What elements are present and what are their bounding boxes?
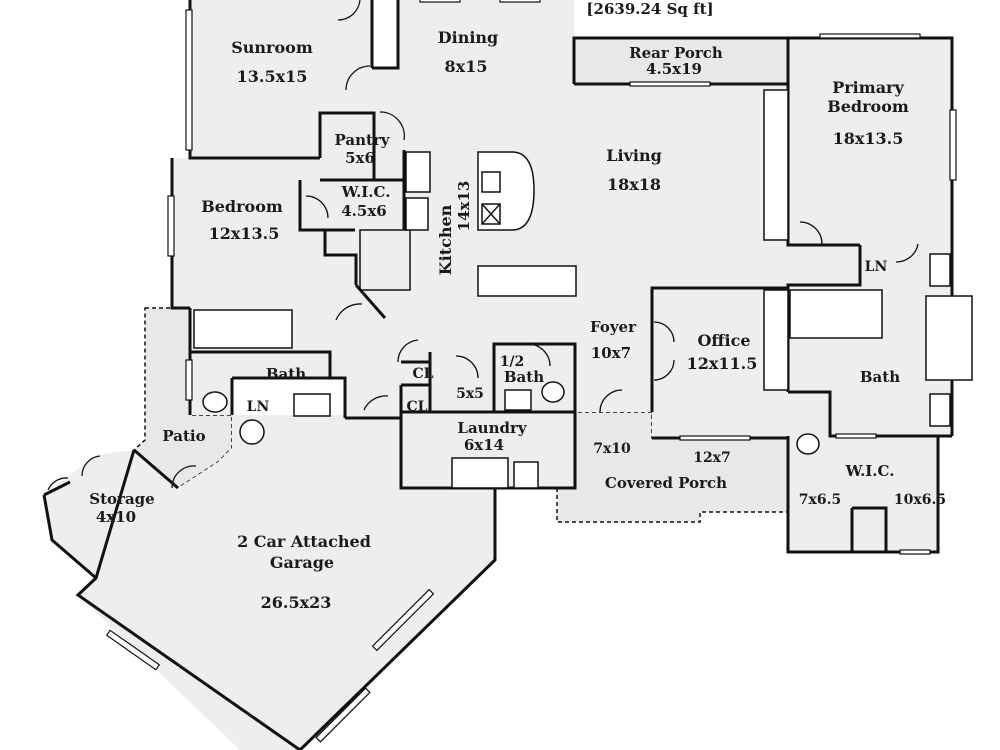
- toilet: [796, 433, 820, 455]
- primary-vanity: [929, 393, 951, 427]
- fireplace: [763, 89, 789, 241]
- vanity-sink: [293, 393, 331, 417]
- total-area-label: [2639.24 Sq ft]: [586, 0, 713, 18]
- room-size-office: 12x11.5: [687, 354, 758, 373]
- dimension-porch-left: 7x10: [593, 441, 631, 457]
- room-size-pantry: 5x6: [345, 149, 375, 167]
- room-size-rear-porch: 4.5x19: [646, 60, 702, 78]
- dimension-hall-closet: 5x5: [456, 386, 484, 402]
- room-size-bedroom: 12x13.5: [209, 224, 280, 243]
- bar-counter: [477, 265, 577, 297]
- room-size-wic: 4.5x6: [341, 202, 386, 220]
- room-name-linen-primary: LN: [865, 259, 888, 275]
- kitchen-sink: [481, 171, 501, 193]
- room-name-half-bath-line1: 1/2: [500, 354, 525, 370]
- office-bookshelf: [763, 289, 789, 391]
- room-name-half-bath-line2: Bath: [504, 368, 544, 386]
- room-name-pantry: Pantry: [334, 131, 390, 149]
- room-name-primary-bath: Bath: [860, 368, 900, 386]
- dimension-wic-right: 10x6.5: [894, 492, 946, 508]
- room-name-sunroom: Sunroom: [231, 38, 313, 57]
- dimension-porch-right: 12x7: [693, 450, 731, 466]
- primary-vanity: [929, 253, 951, 287]
- room-name-foyer: Foyer: [590, 318, 637, 336]
- garage-sink: [239, 419, 265, 445]
- room-size-foyer: 10x7: [591, 344, 631, 362]
- room-size-living: 18x18: [607, 175, 661, 194]
- room-name-garage-line1: 2 Car Attached: [237, 532, 371, 551]
- room-size-primary-bedroom: 18x13.5: [833, 129, 904, 148]
- room-name-primary-bedroom-line2: Bedroom: [827, 97, 909, 116]
- washer: [451, 457, 509, 489]
- storage-floor: [44, 450, 134, 578]
- room-name-primary-bedroom-line1: Primary: [832, 78, 904, 97]
- room-name-linen-bath: LN: [247, 399, 270, 415]
- bathtub: [925, 295, 973, 381]
- half-bath-sink: [504, 389, 532, 411]
- fixtures: [193, 89, 973, 489]
- room-size-laundry: 6x14: [464, 436, 504, 454]
- room-name-wic: W.I.C.: [341, 183, 391, 201]
- room-name-bath: Bath: [266, 365, 306, 383]
- room-name-garage-line2: Garage: [270, 553, 334, 572]
- room-size-sunroom: 13.5x15: [237, 67, 308, 86]
- range: [405, 197, 429, 231]
- room-name-closet-1: CL: [413, 366, 434, 382]
- dryer: [513, 461, 539, 489]
- room-name-storage: Storage: [89, 490, 154, 508]
- dimension-wic-left: 7x6.5: [799, 492, 841, 508]
- room-name-laundry: Laundry: [457, 419, 527, 437]
- staircase: [359, 229, 411, 291]
- room-size-kitchen: 14x13: [455, 181, 473, 232]
- room-name-living: Living: [606, 146, 662, 165]
- toilet: [202, 391, 228, 413]
- room-name-office: Office: [697, 331, 750, 350]
- room-size-storage: 4x10: [96, 508, 136, 526]
- room-name-dining: Dining: [438, 28, 498, 47]
- kitchen-cabinet: [405, 151, 431, 193]
- room-name-bedroom: Bedroom: [201, 197, 283, 216]
- windows: [105, 0, 957, 743]
- room-name-wic-primary: W.I.C.: [845, 462, 895, 480]
- room-name-closet-2: CL: [407, 399, 428, 415]
- room-size-garage: 26.5x23: [261, 593, 332, 612]
- room-size-dining: 8x15: [445, 57, 488, 76]
- room-name-patio: Patio: [162, 427, 205, 445]
- bedroom-shower: [193, 309, 293, 349]
- primary-shower: [789, 289, 883, 339]
- doors: [47, 0, 919, 491]
- toilet: [541, 381, 565, 403]
- room-name-covered-porch: Covered Porch: [605, 474, 727, 492]
- room-name-kitchen: Kitchen: [436, 204, 455, 275]
- room-name-rear-porch: Rear Porch: [629, 44, 723, 62]
